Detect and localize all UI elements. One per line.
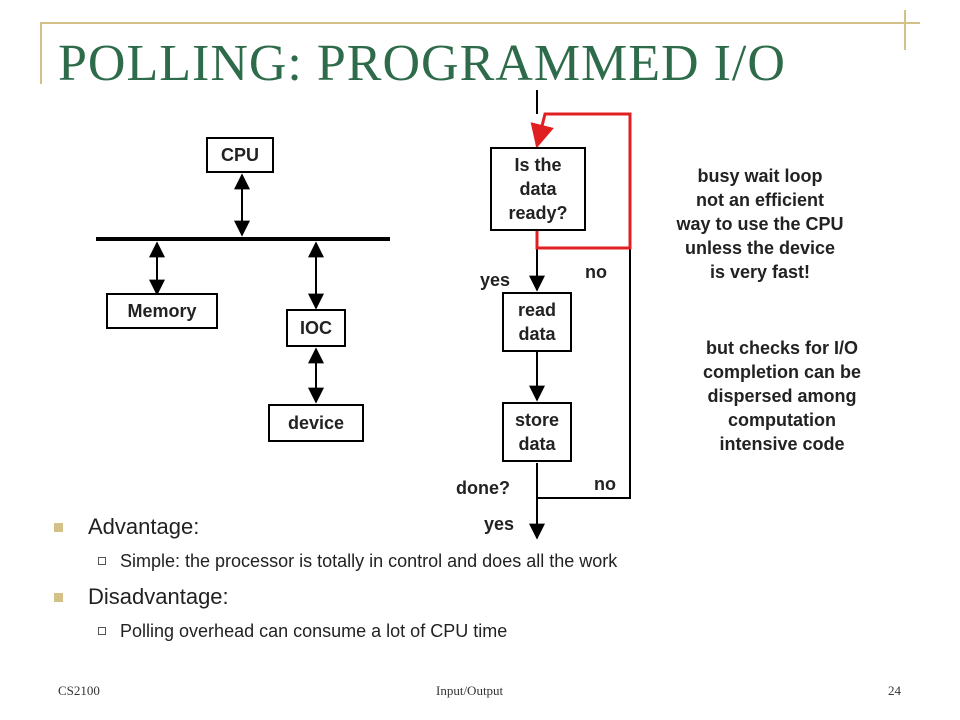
busy-line-1: busy wait loop [697, 166, 823, 186]
done-label: done? [456, 478, 510, 498]
busy-line-3: way to use the CPU [676, 214, 844, 234]
checkbox-bullet-icon [98, 557, 106, 565]
check-line-2: data [519, 179, 557, 199]
page-title: POLLING: PROGRAMMED I/O [58, 35, 786, 92]
check-line-3: ready? [508, 203, 568, 223]
device-label: device [287, 412, 345, 433]
memory-box: Memory [106, 293, 218, 329]
ioc-label: IOC [299, 317, 332, 338]
footer-course: CS2100 [58, 683, 100, 698]
bullet-list: Advantage: Simple: the processor is tota… [52, 512, 912, 650]
bullet-disadvantage-detail: Polling overhead can consume a lot of CP… [52, 612, 912, 650]
yes-label-2: yes [484, 514, 515, 534]
bullet-disadvantage: Disadvantage: [52, 582, 912, 612]
busy-wait-loop [530, 112, 632, 250]
memory-label: Memory [127, 300, 197, 321]
polling-dispersal-note: but checks for I/O completion can be dis… [662, 336, 902, 456]
bullet-advantage-detail: Simple: the processor is totally in cont… [52, 542, 912, 580]
data-ready-check: Is the data ready? [490, 147, 586, 231]
advantage-text: Advantage: [88, 514, 200, 539]
cpu-label: CPU [220, 144, 259, 165]
disadvantage-detail-text: Polling overhead can consume a lot of CP… [120, 621, 508, 641]
read-line-1: read [517, 300, 557, 320]
checkbox-bullet-icon [98, 627, 106, 635]
read-line-2: data [518, 324, 556, 344]
disadvantage-text: Disadvantage: [88, 584, 229, 609]
footer-topic: Input/Output [436, 683, 504, 698]
advantage-detail-text: Simple: the processor is totally in cont… [120, 551, 618, 571]
but-line-4: computation [728, 410, 836, 430]
frame-left-line [40, 22, 42, 84]
check-line-1: Is the [514, 155, 562, 175]
frame-right-line [904, 10, 906, 50]
slide-number: 24 [888, 683, 901, 698]
bullet-advantage: Advantage: [52, 512, 912, 542]
device-box: device [268, 404, 364, 442]
busy-line-2: not an efficient [695, 190, 824, 210]
no-label-2: no [594, 474, 616, 494]
busy-line-4: unless the device [684, 238, 836, 258]
but-line-5: intensive code [719, 434, 845, 454]
busy-wait-note: busy wait loop not an efficient way to u… [640, 164, 880, 284]
cpu-box: CPU [206, 137, 274, 173]
store-data-box: store data [502, 402, 572, 462]
no-label-1: no [585, 262, 607, 282]
busy-line-5: is very fast! [709, 262, 811, 282]
store-line-2: data [518, 434, 556, 454]
frame-top-line [40, 22, 920, 24]
read-data-box: read data [502, 292, 572, 352]
yes-label-1: yes [480, 270, 511, 290]
but-line-3: dispersed among [707, 386, 857, 406]
but-line-1: but checks for I/O [705, 338, 859, 358]
ioc-box: IOC [286, 309, 346, 347]
but-line-2: completion can be [702, 362, 862, 382]
store-line-1: store [514, 410, 559, 430]
done-no-loop [537, 248, 631, 499]
